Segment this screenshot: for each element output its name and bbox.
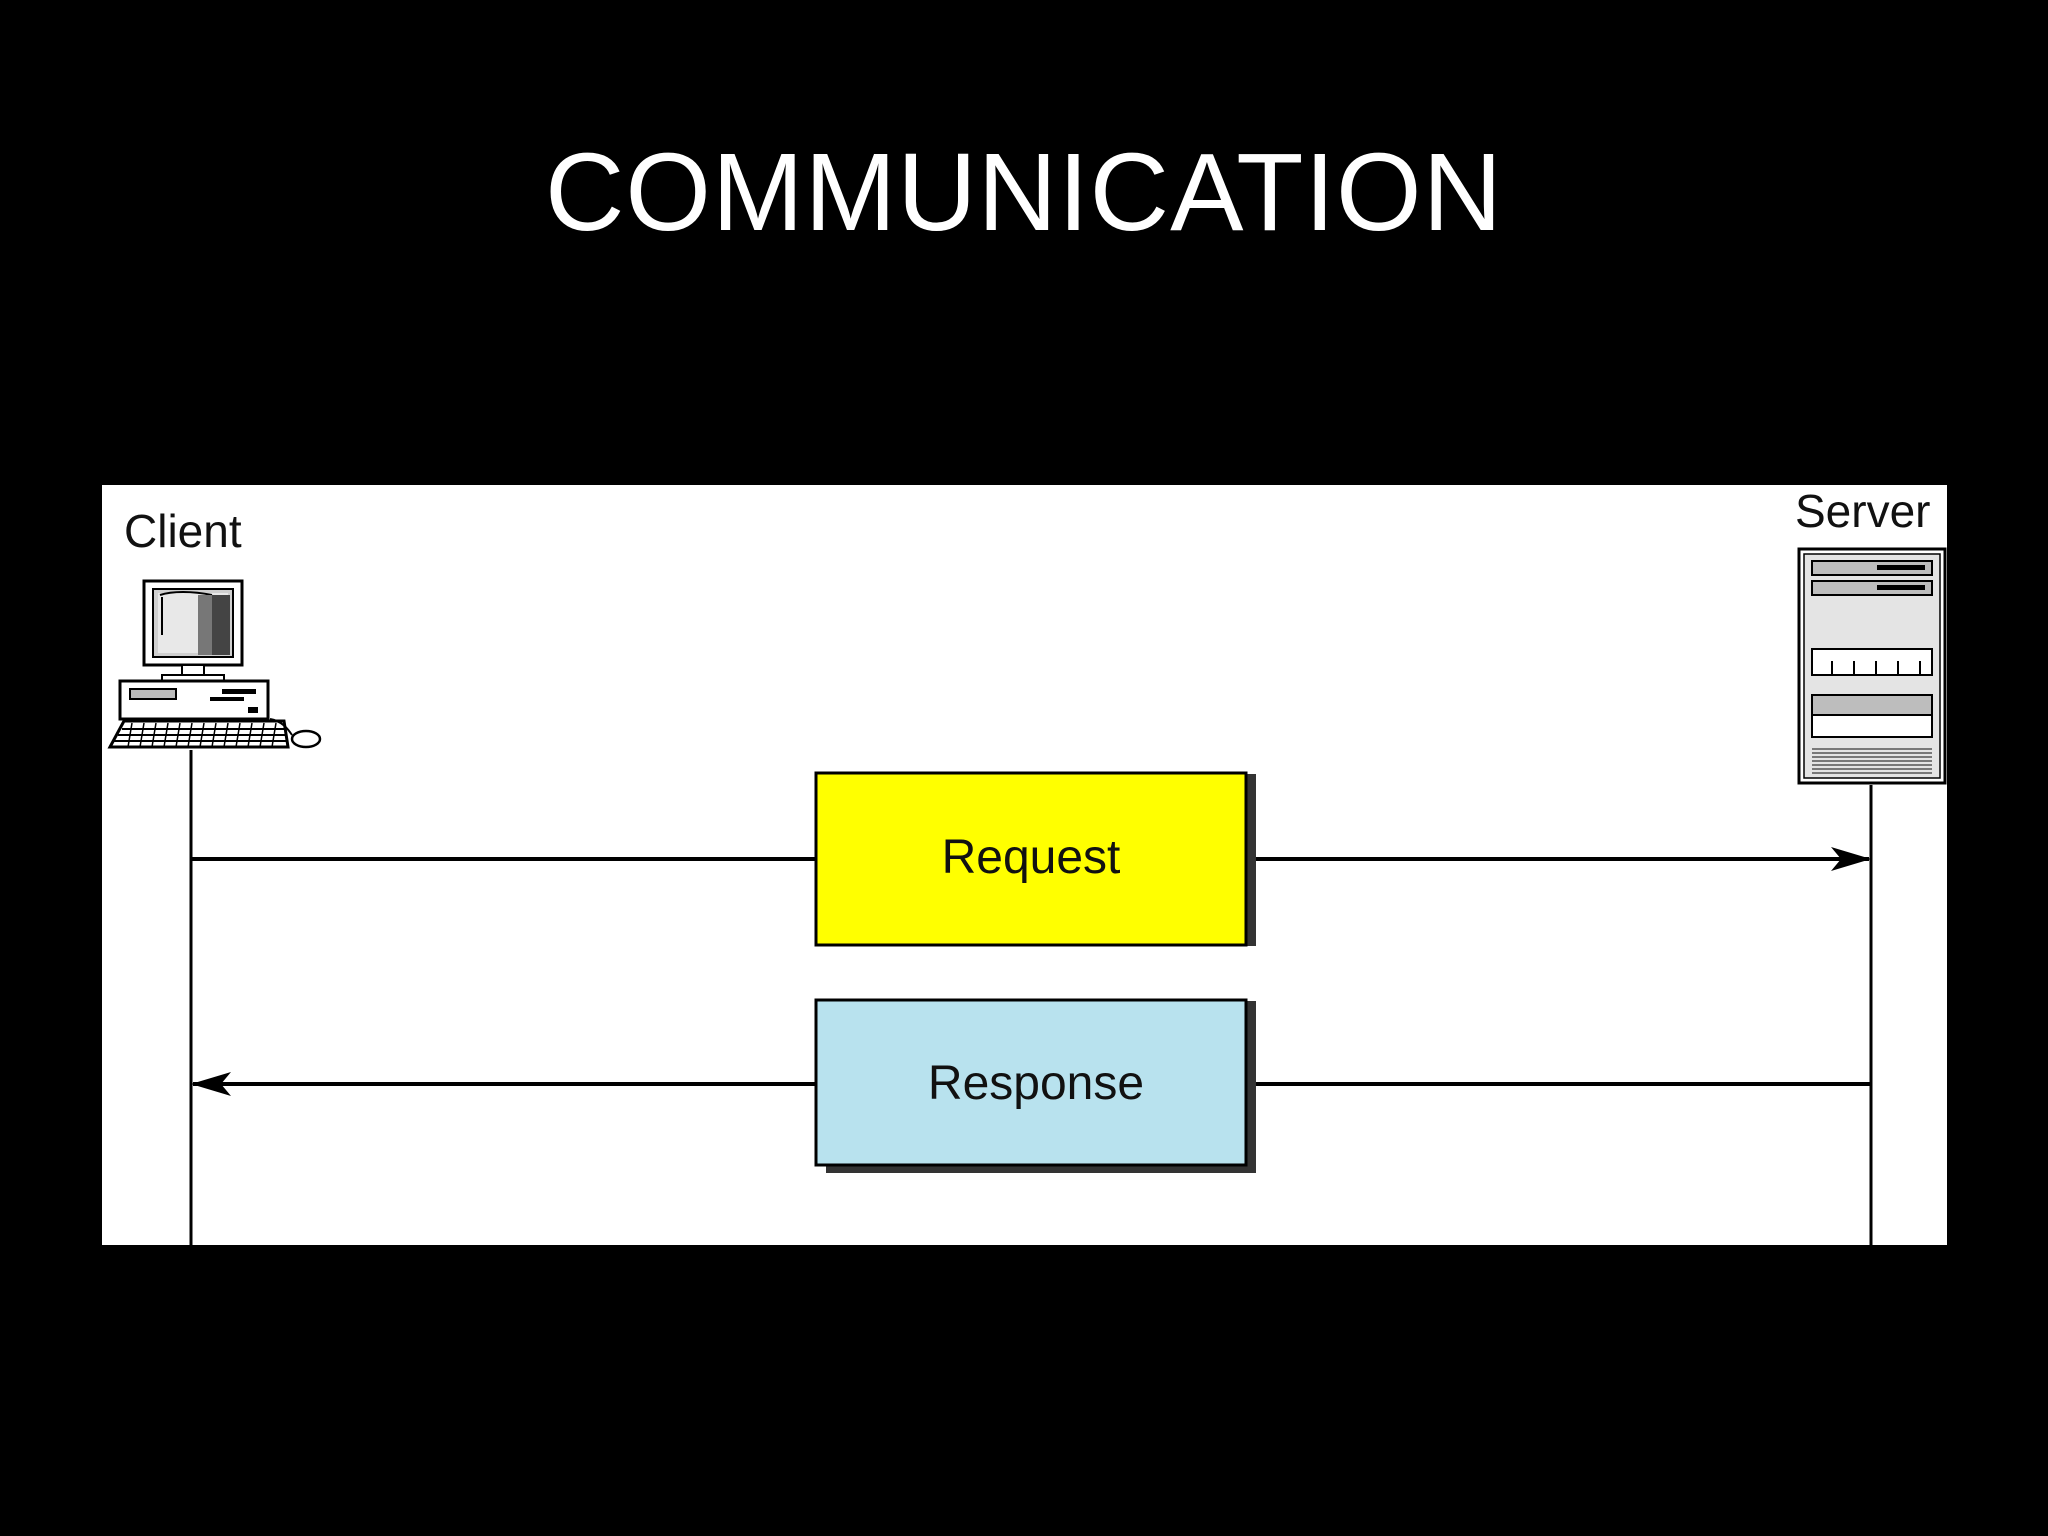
- request-label: Request: [942, 831, 1121, 884]
- server-label: Server: [1795, 485, 1930, 537]
- response-label: Response: [928, 1057, 1144, 1110]
- server-tower-icon: [1797, 547, 1947, 785]
- request-message-box: Request: [814, 771, 1256, 947]
- desktop-computer-icon: [107, 579, 322, 749]
- client-server-diagram: Client: [102, 485, 1947, 1245]
- slide-title: COMMUNICATION: [544, 131, 1504, 254]
- diagram-canvas: Client: [107, 485, 1947, 1245]
- client-label: Client: [124, 505, 242, 557]
- response-message-box: Response: [814, 998, 1256, 1173]
